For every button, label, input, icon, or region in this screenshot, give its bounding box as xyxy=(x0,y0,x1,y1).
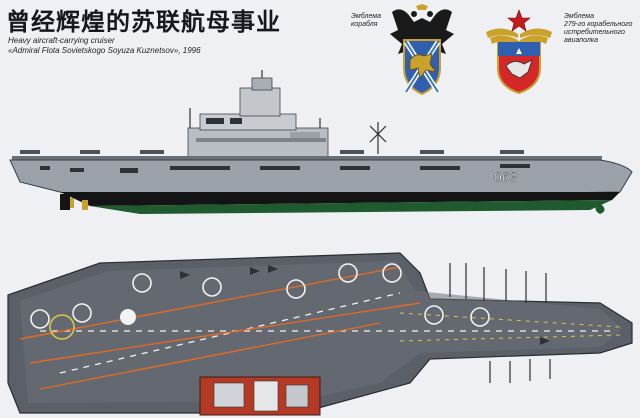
yellow-deck-lines xyxy=(399,312,621,342)
flight-deck-edge xyxy=(12,156,602,162)
hull-underwater xyxy=(90,200,612,214)
flight-deck-plan xyxy=(7,252,633,416)
star-icon xyxy=(507,9,531,32)
ship-emblem-label-line-2: корабля xyxy=(351,21,378,28)
helicopter-spots xyxy=(30,263,490,340)
ship-emblem-label-line-1: Эмблема xyxy=(351,13,381,20)
regiment-emblem-label-line-2: 279-го корабельного xyxy=(564,21,633,28)
rudder xyxy=(60,194,70,210)
shield-icon xyxy=(497,41,541,94)
hull-openings xyxy=(40,164,530,173)
island-top-view xyxy=(199,376,321,416)
ship-caption-line-1: Heavy aircraft-carrying cruiser xyxy=(8,36,115,45)
deck-white-marker xyxy=(120,309,136,325)
hull-number: 063 xyxy=(494,169,518,185)
ship-caption-line-2: «Admiral Flota Sovietskogo Soyuza Kuznet… xyxy=(8,46,201,55)
ship-side-profile: 063 xyxy=(9,70,633,214)
island-superstructure xyxy=(187,77,329,159)
boot-topping xyxy=(60,192,620,206)
propeller-icon xyxy=(68,198,88,210)
deck-edge-antennas xyxy=(449,263,551,383)
ship-caption: Heavy aircraft-carrying cruiser «Admiral… xyxy=(8,36,201,56)
orange-deck-stripes xyxy=(19,266,421,390)
regiment-emblem-label-line-4: авиаполка xyxy=(564,37,598,44)
shield-icon xyxy=(403,39,441,96)
page-title: 曾经辉煌的苏联航母事业 xyxy=(6,8,281,36)
regiment-emblem-label-line-1: Эмблема xyxy=(564,13,594,20)
aircraft-silhouettes xyxy=(20,150,524,154)
regiment-emblem-label: Эмблема 279-го корабельного истребительн… xyxy=(564,13,640,45)
regiment-emblem xyxy=(486,9,552,94)
ship-emblem xyxy=(390,4,454,96)
regiment-emblem-label-line-3: истребительного xyxy=(564,29,625,36)
landing-centerline xyxy=(40,292,610,374)
ship-emblem-label: Эмблема корабля xyxy=(351,13,397,29)
parked-aircraft xyxy=(180,265,550,345)
